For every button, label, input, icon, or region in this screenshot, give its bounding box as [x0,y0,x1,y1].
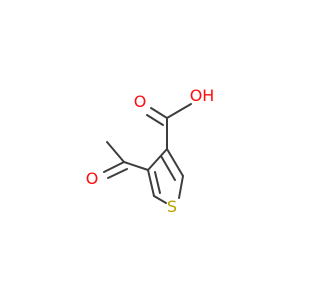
bond-ccho-o-double [107,168,128,179]
bond-ccho-h [106,141,125,163]
bond-ccooh-o [150,107,168,119]
bond-c5-s [153,195,167,204]
bond-c3-c4 [147,148,168,171]
bond-ccho-o [103,161,125,173]
atom-label-o-aldehyde: O [86,169,99,188]
bond-ccooh-oh [166,103,192,119]
molecule-structure: OH O O S [86,86,215,216]
bond-c3-c2-double [160,155,176,181]
bond-c3-c2 [166,148,184,177]
atom-label-s: S [167,197,177,216]
atom-label-oh: OH [190,86,215,105]
atom-labels: OH O O S [86,86,215,216]
bond-ccooh-o-double [146,114,164,126]
bond-c2-s [178,175,184,199]
bonds [103,103,192,204]
bond-c4-ccho [123,161,149,171]
bond-c4-c5-double [154,171,161,194]
bond-c4-c5 [147,169,155,197]
atom-label-o-carboxyl: O [134,92,147,111]
